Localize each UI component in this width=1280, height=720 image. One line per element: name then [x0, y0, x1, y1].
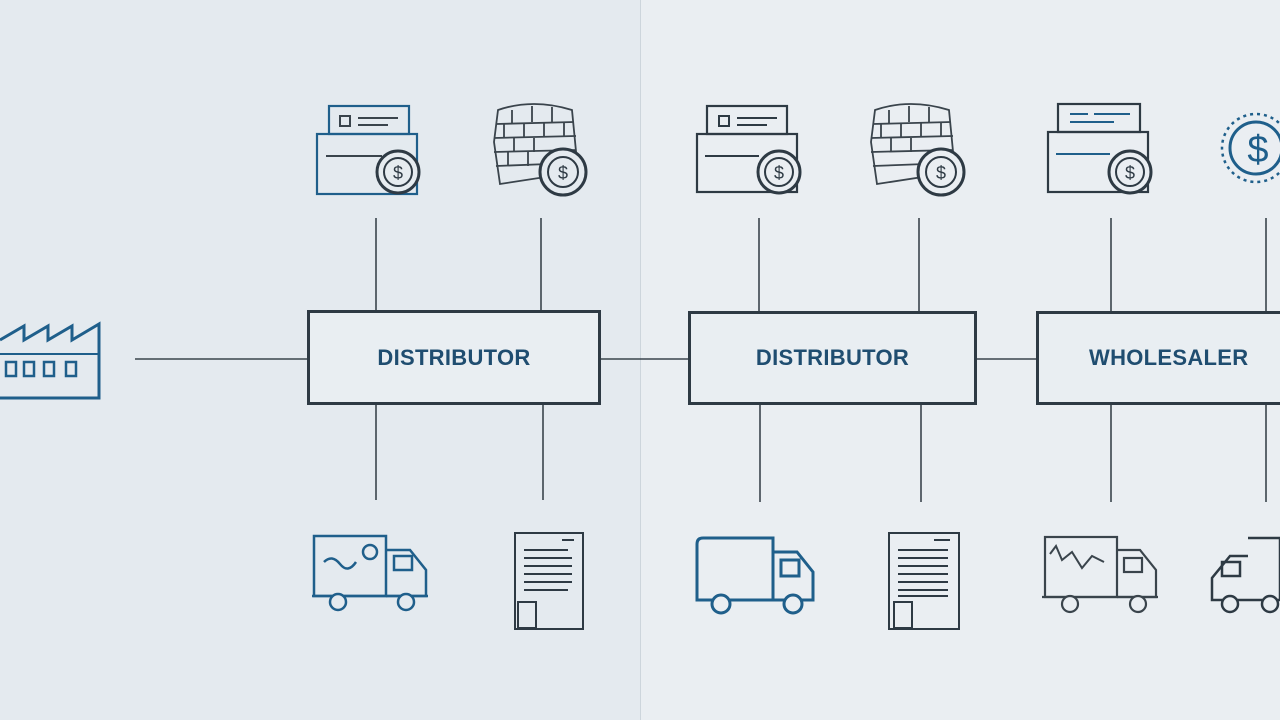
svg-text:$: $ — [558, 163, 568, 183]
brick-wall-coin-icon: $ — [870, 103, 966, 197]
delivery-truck-icon — [1210, 536, 1280, 614]
svg-text:$: $ — [1125, 163, 1135, 183]
svg-text:$: $ — [393, 163, 403, 183]
distributor-node-2: DISTRIBUTOR — [688, 311, 977, 405]
svg-text:$: $ — [936, 163, 946, 183]
document-icon — [514, 532, 584, 630]
delivery-truck-icon — [1042, 535, 1158, 614]
invoice-coin-icon: $ — [1046, 102, 1153, 195]
delivery-truck-icon — [695, 536, 815, 615]
delivery-truck-icon — [312, 534, 428, 612]
wholesaler-node: WHOLESALER — [1036, 311, 1280, 405]
svg-text:$: $ — [1247, 129, 1268, 171]
distributor-node-1: DISTRIBUTOR — [307, 310, 601, 405]
panel-divider — [640, 0, 641, 720]
dollar-gear-icon: $ — [1220, 112, 1280, 184]
svg-text:$: $ — [774, 163, 784, 183]
distributor-label-2: DISTRIBUTOR — [755, 345, 910, 370]
wholesaler-label: WHOLESALER — [1089, 345, 1249, 370]
factory-icon — [0, 321, 101, 400]
invoice-coin-icon: $ — [695, 104, 802, 195]
invoice-coin-icon: $ — [315, 104, 421, 196]
document-icon — [888, 532, 960, 630]
brick-wall-coin-icon: $ — [493, 103, 588, 197]
distributor-label-1: DISTRIBUTOR — [377, 344, 531, 370]
